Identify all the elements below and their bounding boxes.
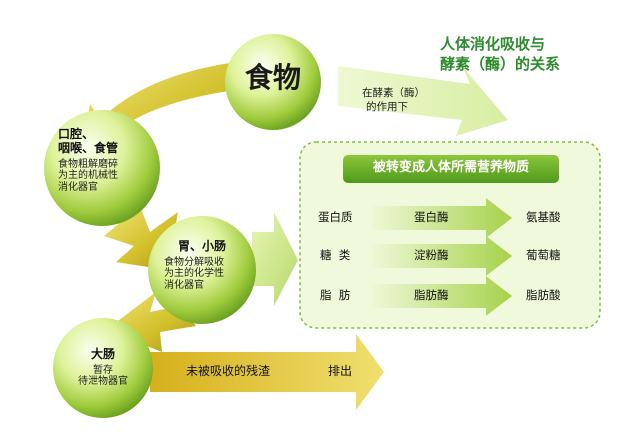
colon-name: 大肠 — [90, 347, 115, 361]
colon-desc-line2: 待泄物器官 — [78, 376, 128, 388]
row-enzyme-carb: 淀粉酶 — [414, 248, 449, 262]
diagram-title: 人体消化吸收与 酵素（酶）的关系 — [440, 34, 560, 74]
title-line2: 酵素（酶）的关系 — [440, 55, 561, 73]
row-result-protein: 氨基酸 — [526, 210, 561, 224]
arrow-stomach-to-box — [252, 212, 298, 306]
row-enzyme-protein: 蛋白酶 — [414, 210, 449, 224]
condition-line2: 的作用下 — [366, 101, 408, 113]
row-result-carb: 葡萄糖 — [526, 248, 561, 262]
enzyme-condition: 在酵素（酶） 的作用下 — [362, 86, 425, 114]
residue-banner-arrow — [150, 334, 384, 410]
stomach-name: 胃、小肠 — [178, 239, 227, 253]
colon-sphere — [53, 318, 153, 418]
row-arrow-protein — [372, 198, 512, 238]
nutrient-box-header — [343, 155, 559, 183]
stomach-sphere — [148, 216, 256, 324]
row-result-fat: 脂肪酸 — [526, 288, 561, 302]
stomach-desc-line2: 为主的化学性 — [164, 268, 224, 280]
colon-desc-line1: 暂存 — [93, 364, 113, 376]
arrow-food-to-box — [338, 66, 508, 136]
stomach-label: 胃、小肠 食物分解吸收 为主的化学性 消化器官 — [164, 239, 227, 291]
title-line1: 人体消化吸收与 — [440, 35, 546, 53]
colon-label: 大肠 暂存 待泄物器官 — [78, 347, 128, 388]
mouth-label: 口腔、 咽喉、食管 食物粗解磨碎 为主的机械性 消化器官 — [58, 127, 119, 193]
mouth-sphere — [44, 110, 160, 226]
mouth-name-line1: 口腔、 — [58, 127, 95, 141]
row-label-carb: 糖 类 — [320, 248, 351, 262]
excrete-label: 排出 — [328, 364, 353, 378]
row-arrow-carb — [372, 236, 512, 276]
food-sphere — [225, 34, 321, 130]
condition-line1: 在酵素（酶） — [362, 87, 425, 99]
stomach-desc-line3: 消化器官 — [164, 279, 204, 291]
mouth-desc-line2: 为主的机械性 — [58, 170, 118, 182]
food-label: 食物 — [244, 61, 301, 94]
nutrient-box-title: 被转变成人体所需营养物质 — [372, 160, 529, 175]
mouth-name-line2: 咽喉、食管 — [58, 140, 119, 155]
row-enzyme-fat: 脂肪酶 — [414, 288, 449, 302]
row-label-protein: 蛋白质 — [318, 210, 353, 224]
row-label-fat: 脂 肪 — [320, 288, 351, 302]
row-arrow-fat — [372, 276, 512, 316]
mouth-desc-line3: 消化器官 — [58, 181, 98, 193]
stomach-desc-line1: 食物分解吸收 — [164, 256, 224, 268]
residue-label: 未被吸收的残渣 — [186, 364, 271, 378]
mouth-desc-line1: 食物粗解磨碎 — [58, 158, 118, 170]
nutrient-box — [299, 141, 601, 329]
